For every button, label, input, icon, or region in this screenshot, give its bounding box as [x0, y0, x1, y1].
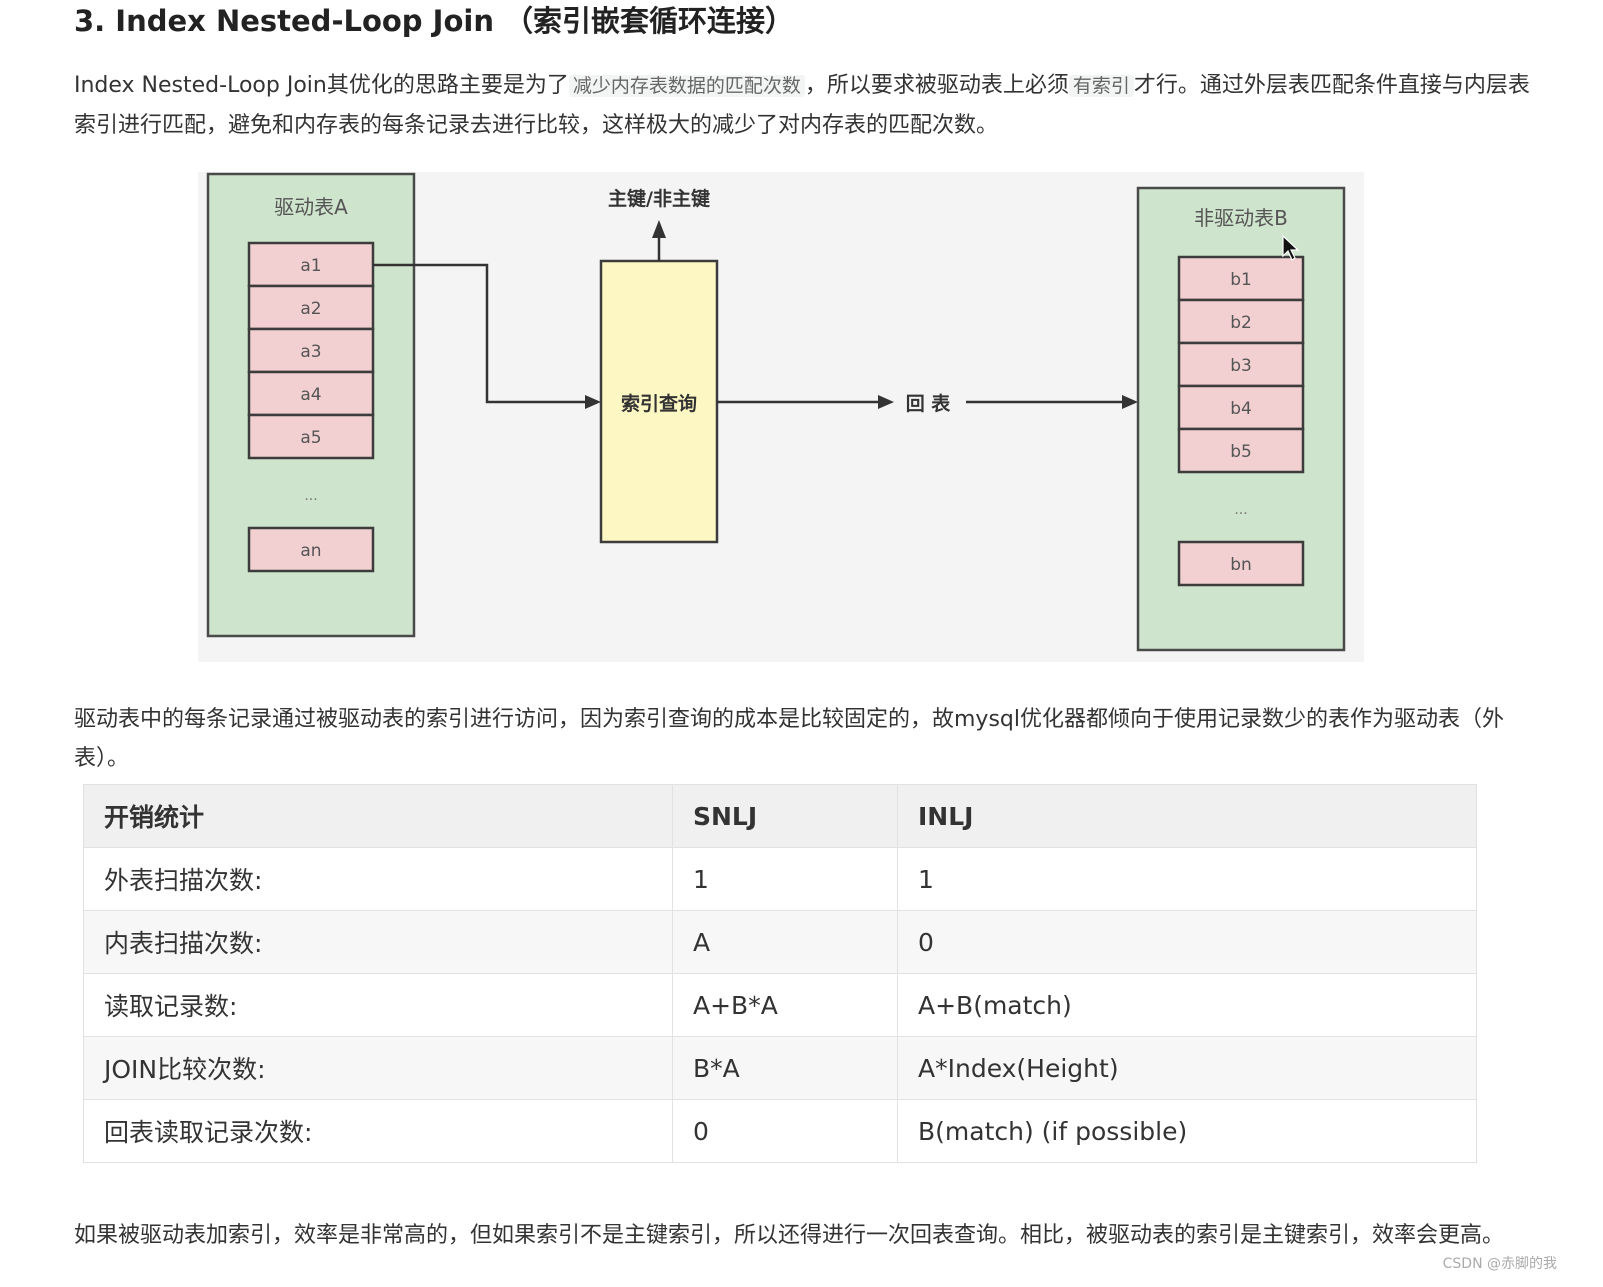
cell-inlj-lookup-reads: B(match) (if possible) [897, 1099, 1477, 1163]
table-b-rows: b1 b2 b3 b4 b5 [1177, 255, 1305, 474]
table-b-row-2-label: b2 [1230, 313, 1252, 333]
table-b-row-4-label: b4 [1230, 399, 1252, 419]
key-type-label: 主键/非主键 [608, 187, 710, 210]
arrowhead-to-index [585, 395, 601, 409]
cost-comparison-table: 开销统计 SNLJ INLJ 外表扫描次数: 1 1 内表扫描次数: A 0 读… [83, 784, 1477, 1163]
table-a-row-last-label: an [300, 541, 321, 561]
table-a-row-1-label: a1 [300, 256, 321, 276]
intro-paragraph: Index Nested-Loop Join其优化的思路主要是为了减少内存表数据… [74, 66, 1534, 145]
conclusion-paragraph: 如果被驱动表加索引，效率是非常高的，但如果索引不是主键索引，所以还得进行一次回表… [74, 1223, 1505, 1248]
table-a-row-5 [247, 413, 375, 460]
cell-snlj-lookup-reads: 0 [672, 1099, 898, 1163]
csdn-watermark: CSDN @赤脚的我 [1442, 1256, 1557, 1272]
table-row: 读取记录数: A+B*A A+B(match) [83, 973, 1477, 1037]
arrowhead-up [652, 220, 666, 238]
row-label-lookup-reads: 回表读取记录次数: [83, 1099, 673, 1163]
cell-inlj-join-comparisons: A*Index(Height) [897, 1036, 1477, 1100]
inlj-diagram: 驱动表A a1 a2 a3 a4 a5 ... an 索引查询 主键/非主键 回… [198, 172, 1364, 662]
index-query-label: 索引查询 [621, 392, 697, 415]
table-row: 内表扫描次数: A 0 [83, 910, 1477, 974]
cell-inlj-inner-scans: 0 [897, 910, 1477, 974]
row-label-outer-scans: 外表扫描次数: [83, 847, 673, 911]
table-row: 回表读取记录次数: 0 B(match) (if possible) [83, 1099, 1477, 1163]
table-a-row-4-label: a4 [300, 385, 321, 405]
table-a-rows: a1 a2 a3 a4 a5 [247, 241, 375, 460]
table-a-ellipsis: ... [304, 488, 317, 504]
cell-snlj-outer-scans: 1 [672, 847, 898, 911]
row-label-records-read: 读取记录数: [83, 973, 673, 1037]
intro-text-1: Index Nested-Loop Join其优化的思路主要是为了 [74, 73, 569, 98]
table-b-row-last-label: bn [1230, 555, 1252, 575]
table-b-row-3 [1177, 341, 1305, 388]
table-header-row: 开销统计 SNLJ INLJ [83, 784, 1477, 848]
table-row: JOIN比较次数: B*A A*Index(Height) [83, 1036, 1477, 1100]
header-cost-metric: 开销统计 [83, 784, 673, 848]
mouse-cursor-icon [1282, 234, 1300, 261]
arrow-a1-to-index [373, 263, 588, 404]
table-b-row-3-label: b3 [1230, 356, 1252, 376]
row-label-join-comparisons: JOIN比较次数: [83, 1036, 673, 1100]
cell-inlj-records-read: A+B(match) [897, 973, 1477, 1037]
header-inlj: INLJ [897, 784, 1477, 848]
table-b-row-2 [1177, 298, 1305, 345]
table-b-row-last [1177, 540, 1305, 587]
cell-inlj-outer-scans: 1 [897, 847, 1477, 911]
table-b-row-4 [1177, 384, 1305, 431]
cell-snlj-join-comparisons: B*A [672, 1036, 898, 1100]
arrowhead-to-table-b [1122, 395, 1138, 409]
table-b-ellipsis: ... [1234, 502, 1247, 518]
table-a-row-last [247, 526, 375, 573]
cell-snlj-inner-scans: A [672, 910, 898, 974]
table-a-row-2-label: a2 [300, 299, 321, 319]
table-b-title: 非驱动表B [1194, 206, 1288, 230]
table-b-row-5-label: b5 [1230, 442, 1252, 462]
table-b-row-5 [1177, 427, 1305, 474]
lookup-back-label: 回 表 [906, 392, 952, 415]
row-label-inner-scans: 内表扫描次数: [83, 910, 673, 974]
table-b-row-1-label: b1 [1230, 270, 1252, 290]
inline-code-has-index: 有索引 [1068, 75, 1134, 97]
cell-snlj-records-read: A+B*A [672, 973, 898, 1037]
inline-code-match-count: 减少内存表数据的匹配次数 [568, 75, 805, 97]
table-a-row-5-label: a5 [300, 428, 321, 448]
explanation-paragraph: 驱动表中的每条记录通过被驱动表的索引进行访问，因为索引查询的成本是比较固定的，故… [74, 707, 1504, 771]
table-a-row-3-label: a3 [300, 342, 321, 362]
header-snlj: SNLJ [672, 784, 898, 848]
intro-text-2: ，所以要求被驱动表上必须 [804, 73, 1069, 98]
table-a-title: 驱动表A [274, 195, 348, 219]
table-row: 外表扫描次数: 1 1 [83, 847, 1477, 911]
intro-text-3: 才行。通过外层表匹配条件直接与内层表索引进行匹配，避免和内存表的每条记录去进行比… [74, 73, 1530, 138]
arrowhead-to-lookup [878, 395, 894, 409]
section-heading: 3. Index Nested-Loop Join （索引嵌套循环连接） [74, 4, 795, 38]
